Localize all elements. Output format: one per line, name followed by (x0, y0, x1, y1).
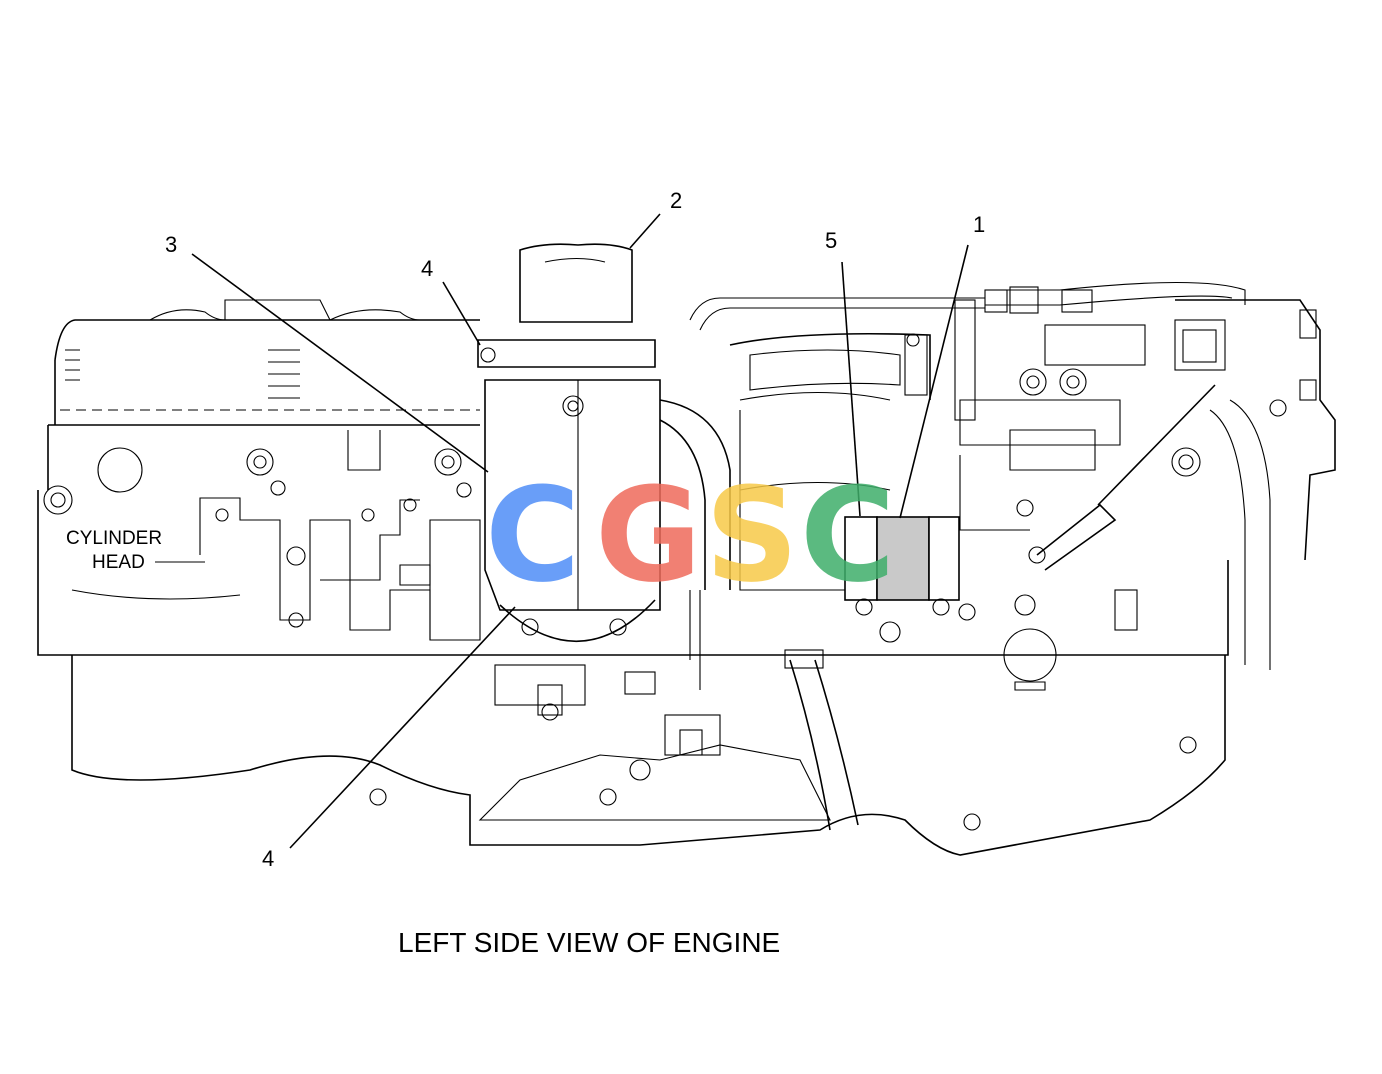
intake-manifold (729, 299, 1146, 591)
callout-5: 5 (825, 228, 837, 253)
fuel-filter (844, 516, 976, 621)
watermark-letter-2: G (595, 459, 702, 611)
watermark: C G S C (485, 459, 895, 611)
cylinder-head (37, 299, 1229, 656)
watermark-letter-4: C (800, 459, 895, 611)
callouts: 2 3 4 4 5 1 (165, 188, 985, 871)
callout-3: 3 (165, 232, 177, 257)
callout-1: 1 (973, 212, 985, 237)
turbocharger-assembly (399, 243, 731, 643)
cylinder-head-label: CYLINDER HEAD (66, 528, 205, 573)
right-side-components (959, 299, 1336, 691)
leader-line-5 (841, 261, 861, 517)
cylinder-head-label-line1: CYLINDER (66, 528, 162, 549)
callout-2: 2 (670, 188, 682, 213)
watermark-letter-1: C (485, 459, 580, 611)
cylinder-head-label-line2: HEAD (92, 552, 145, 573)
leader-line-3 (191, 253, 489, 473)
watermark-letter-3: S (705, 459, 799, 611)
leader-line-4-bottom (289, 606, 516, 849)
diagram-caption: LEFT SIDE VIEW OF ENGINE (398, 927, 780, 958)
leader-line-4-top (442, 281, 481, 346)
callout-4-bottom: 4 (262, 846, 274, 871)
callout-4-top: 4 (421, 256, 433, 281)
lower-fittings (494, 590, 901, 831)
leader-line-2 (629, 213, 661, 249)
leader-lines (191, 213, 969, 849)
engine-block-lower (71, 655, 1226, 856)
fuel-lines (689, 281, 1246, 331)
leader-line-1 (899, 244, 969, 519)
